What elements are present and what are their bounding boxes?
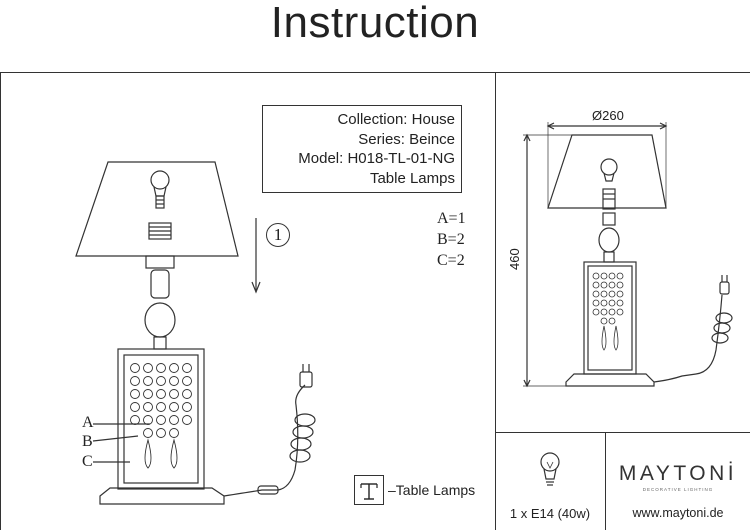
socket-base xyxy=(145,255,175,269)
spec-divider xyxy=(605,432,606,530)
step-number: 1 xyxy=(266,223,290,247)
cable-coil xyxy=(289,413,316,463)
plug xyxy=(299,364,313,388)
diameter-label: Ø260 xyxy=(592,108,624,123)
collection-text: Collection: House xyxy=(337,111,455,128)
parts-list: A=1 B=2 C=2 xyxy=(437,208,466,271)
bulb-spec-icon xyxy=(540,452,560,486)
type-text: Table Lamps xyxy=(369,169,455,187)
drawing-frame xyxy=(0,72,750,530)
bulb-spec: 1 x E14 (40w) xyxy=(509,506,591,521)
brand-logo: MAYTONİ xyxy=(618,462,738,485)
part-b: B=2 xyxy=(437,231,465,248)
stem xyxy=(150,269,170,299)
horizontal-divider xyxy=(495,432,750,433)
cable xyxy=(223,384,306,497)
callout-a: A xyxy=(82,414,94,431)
part-c: C=2 xyxy=(437,252,465,269)
bulb-icon xyxy=(150,170,170,209)
model-text: Model: H018-TL-01-NG xyxy=(298,150,455,167)
cable-switch xyxy=(257,485,279,495)
series-text: Series: Beince xyxy=(358,130,455,148)
vertical-divider xyxy=(495,72,496,530)
callout-c: C xyxy=(82,453,93,470)
product-info-box: Collection: House Series: Beince Model: … xyxy=(262,105,462,193)
lamp-base xyxy=(99,487,225,505)
legend-label: –Table Lamps xyxy=(388,482,476,498)
shade-side-view xyxy=(547,134,667,209)
page-title: Instruction xyxy=(270,0,480,47)
stem-ball xyxy=(144,302,176,338)
brand-tagline: DECORATIVE LIGHTING xyxy=(642,487,714,492)
part-a: A=1 xyxy=(437,210,466,227)
lamp-body xyxy=(117,348,205,490)
table-lamp-icon xyxy=(354,475,384,505)
brand-url: www.maytoni.de xyxy=(632,506,724,520)
leader-b xyxy=(92,435,139,442)
callout-b: B xyxy=(82,433,93,450)
lamp-shade xyxy=(75,161,239,257)
